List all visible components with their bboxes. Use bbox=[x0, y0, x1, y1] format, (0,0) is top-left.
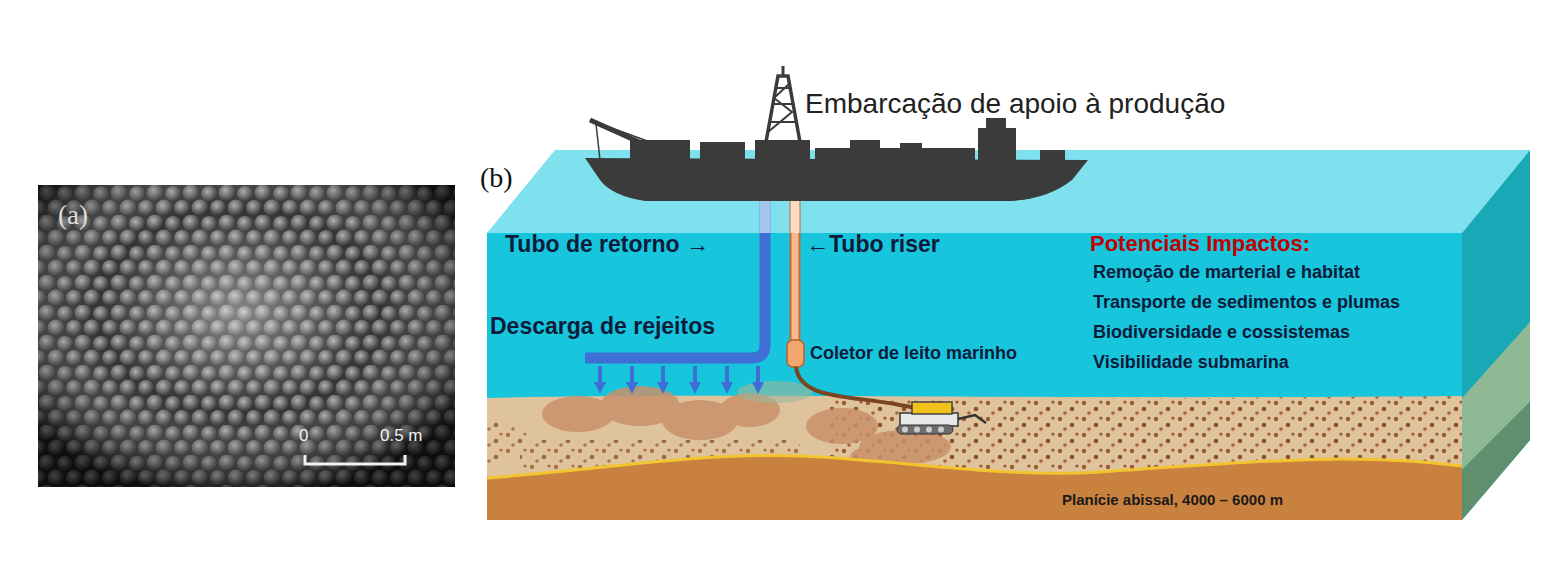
bedrock-side bbox=[1462, 402, 1530, 520]
depth-label: Planície abissal, 4000 – 6000 m bbox=[1062, 491, 1283, 508]
bedrock bbox=[487, 455, 1462, 520]
panel-letter: (a) bbox=[58, 200, 88, 231]
impact-item: Transporte de sedimentos e plumas bbox=[1093, 292, 1400, 313]
impact-item: Visibilidade submarina bbox=[1093, 352, 1289, 373]
scale-bar bbox=[305, 455, 405, 464]
scale-value: 0 bbox=[299, 426, 308, 446]
water-column bbox=[487, 233, 1462, 520]
support-vessel bbox=[585, 118, 1088, 201]
discharge-arrows bbox=[600, 366, 758, 388]
impact-item: Biodiversidade e cossistemas bbox=[1093, 322, 1350, 343]
photo-lighting bbox=[38, 185, 455, 487]
impacts-heading: Potenciais Impactos: bbox=[1090, 231, 1310, 256]
riser-connector bbox=[787, 340, 804, 367]
discharge-label: Descarga de rejeitos bbox=[490, 313, 715, 339]
collector-vehicle bbox=[897, 402, 986, 434]
collector-label: Coletor de leito marinho bbox=[810, 343, 1017, 364]
pipe-label: ←Tubo riser bbox=[806, 231, 940, 257]
riser-pipe bbox=[792, 200, 799, 344]
plume-haze bbox=[737, 381, 813, 403]
impact-item: Remoção de marterial e habitat bbox=[1093, 262, 1360, 283]
scale-value: 0.5 m bbox=[380, 426, 423, 446]
panel-letter: (b) bbox=[480, 162, 513, 194]
vessel-label: Embarcação de apoio à produção bbox=[805, 88, 1225, 120]
deck-crane bbox=[590, 120, 688, 164]
return-pipe-top bbox=[760, 200, 771, 233]
riser-pipe-top bbox=[791, 200, 800, 233]
drilling-derrick bbox=[766, 66, 800, 142]
riser-pipe bbox=[790, 200, 801, 344]
bedrock-boundary bbox=[487, 455, 1462, 478]
water-surface bbox=[487, 150, 1530, 233]
nodule-photo bbox=[38, 185, 455, 487]
pipe-label: Tubo de retorno → bbox=[505, 231, 709, 257]
water-side-face bbox=[1462, 150, 1530, 520]
